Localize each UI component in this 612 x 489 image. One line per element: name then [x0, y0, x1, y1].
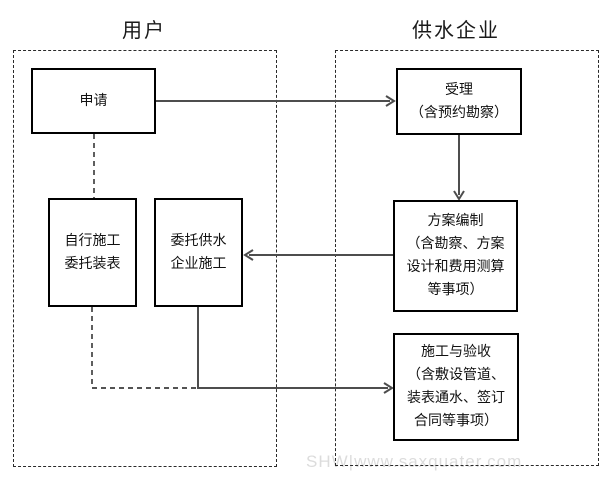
node-entrust-label-line1: 委托供水 [170, 233, 227, 249]
watermark-text: SHW|www.saxquater.com [306, 452, 523, 471]
edge-apply-accept-arrowhead [385, 95, 396, 107]
node-plan-label-line3: 设计和费用测算 [406, 260, 505, 275]
node-accept-label-line1: 受理 [445, 82, 473, 98]
node-plan: 方案编制 （含勘察、方案 设计和费用测算 等事项） [393, 200, 518, 312]
node-apply-label: 申请 [79, 93, 108, 109]
node-construct-accept: 施工与验收 （含敷设管道、 装表通水、签订 合同等事项） [393, 333, 519, 441]
node-construct-label-line3: 装表通水、签订 [407, 391, 505, 406]
node-self-construct: 自行施工 委托装表 [48, 198, 137, 307]
node-accept-label-line2: （含预约勘察） [410, 105, 508, 121]
node-entrust-label-line2: 企业施工 [170, 256, 227, 272]
node-accept: 受理 （含预约勘察） [396, 68, 522, 135]
group-title-user: 用户 [122, 20, 166, 42]
node-construct-label-line1: 施工与验收 [421, 345, 491, 360]
supplier-group-boundary [335, 50, 599, 466]
node-construct-label-line2: （含敷设管道、 [407, 368, 505, 383]
edge-entrust-construct-arrowhead [383, 382, 394, 394]
node-entrust-construct: 委托供水 企业施工 [154, 198, 243, 307]
node-apply: 申请 [31, 68, 156, 134]
node-plan-label-line2: （含勘察、方案 [406, 237, 505, 252]
node-self-label-line1: 自行施工 [64, 233, 121, 249]
node-plan-label-line4: 等事项） [427, 283, 484, 298]
node-self-label-line2: 委托装表 [64, 256, 121, 272]
group-title-supplier: 供水企业 [412, 20, 500, 42]
edge-accept-plan-arrowhead [453, 190, 465, 201]
node-construct-label-line4: 合同等事项） [414, 414, 498, 429]
edge-plan-entrust-arrowhead [243, 249, 254, 261]
user-group-boundary [13, 50, 277, 467]
node-plan-label-line1: 方案编制 [427, 214, 484, 229]
